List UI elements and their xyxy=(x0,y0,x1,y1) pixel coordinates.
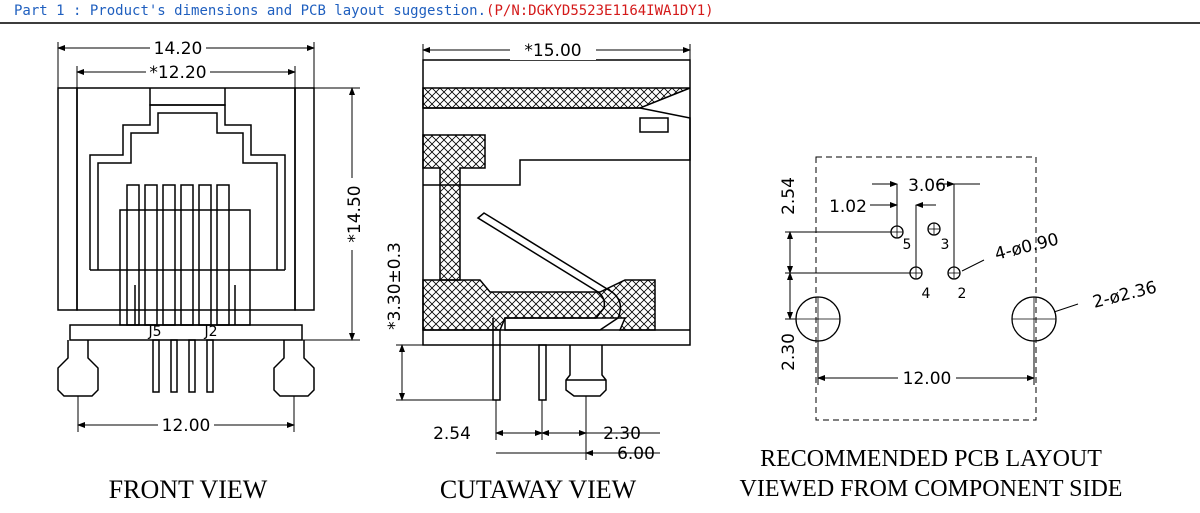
pcb-dim-post-offset: 2.30 xyxy=(779,333,799,371)
pcb-labels: 2.54 2.30 1.02 3.06 12.00 4-ø0.90 2-ø2.3… xyxy=(740,176,1159,502)
front-body-outline xyxy=(76,87,296,311)
header-separator: : xyxy=(64,3,90,19)
front-jack-opening xyxy=(89,104,286,270)
front-contact-3 xyxy=(162,184,176,326)
pcb-caption-line1: RECOMMENDED PCB LAYOUT xyxy=(760,446,1102,472)
front-dim-inner-width: *12.20 xyxy=(149,63,206,83)
cutaway-labels: *15.00 *3.30±0.3 2.54 2.30 6.00 CUTAWAY … xyxy=(385,40,655,504)
cutaway-base xyxy=(422,279,656,331)
front-post-right xyxy=(273,340,315,397)
pcb-outline xyxy=(815,156,1037,421)
front-contact-1 xyxy=(126,184,140,326)
pcb-pin-5: 5 xyxy=(903,237,912,253)
pcb-post-crosshairs xyxy=(796,297,1056,341)
front-contact-6 xyxy=(216,184,230,326)
pcb-hole-large-label: 2-ø2.36 xyxy=(1091,278,1159,313)
front-pin-2 xyxy=(170,339,178,393)
front-view-labels: 14.20 *12.20 *14.50 12.00 J5 J2 FRONT VI… xyxy=(109,38,365,504)
front-contact-2 xyxy=(144,184,158,326)
cutaway-pin-straight xyxy=(538,344,547,401)
cutaway-front-wall xyxy=(422,134,486,281)
front-dim-overall-width: 14.20 xyxy=(154,39,203,59)
front-view xyxy=(57,42,360,432)
front-view-caption: FRONT VIEW xyxy=(109,475,268,504)
header-divider xyxy=(0,22,1200,24)
pcb-caption-line2: VIEWED FROM COMPONENT SIDE xyxy=(740,476,1123,502)
part-label: Part 1 xyxy=(14,3,65,19)
pcb-pin-4: 4 xyxy=(922,286,931,302)
cutaway-top-wall xyxy=(422,87,691,109)
front-dim-height: *14.50 xyxy=(345,185,365,242)
cutaway-dim-standoff: *3.30±0.3 xyxy=(385,242,405,330)
cutaway-dim-total: 6.00 xyxy=(617,444,655,464)
front-base xyxy=(69,324,303,341)
cutaway-latch xyxy=(423,107,691,186)
pcb-dimension-lines xyxy=(785,181,1079,385)
pcb-dim-pin-offset: 1.02 xyxy=(829,197,867,217)
cutaway-latch-tab xyxy=(639,117,669,133)
cutaway-dim-pitch: 2.54 xyxy=(433,424,471,444)
front-contact-5 xyxy=(198,184,212,326)
front-contact-4 xyxy=(180,184,194,326)
front-pin-4 xyxy=(206,339,214,393)
header-description: Product's dimensions and PCB layout sugg… xyxy=(89,3,487,19)
front-pin-label-j2: J2 xyxy=(203,324,217,340)
pcb-dim-post-span: 12.00 xyxy=(903,369,952,389)
pcb-hole-small-label: 4-ø0.90 xyxy=(993,230,1061,265)
pcb-dim-pin-span: 3.06 xyxy=(908,176,946,196)
front-jack-opening-inner xyxy=(97,112,278,270)
front-left-flange xyxy=(57,87,78,311)
front-latch-notch xyxy=(149,88,226,106)
front-pin-3 xyxy=(188,339,196,393)
front-pin-label-j5: J5 xyxy=(147,324,161,340)
pcb-dim-row-pitch: 2.54 xyxy=(779,177,799,215)
front-right-flange xyxy=(294,87,315,311)
cutaway-dim-length: *15.00 xyxy=(524,41,581,61)
part-header: Part 1 : Product's dimensions and PCB la… xyxy=(14,0,714,22)
front-dim-pin-span: 12.00 xyxy=(162,416,211,436)
pcb-layout xyxy=(785,156,1079,421)
pcb-pin-2: 2 xyxy=(958,286,967,302)
pcb-pin-3: 3 xyxy=(941,237,950,253)
cutaway-dim-pin-post: 2.30 xyxy=(603,424,641,444)
cutaway-view-caption: CUTAWAY VIEW xyxy=(440,475,637,504)
part-number: (P/N:DGKYD5523E1164IWA1DY1) xyxy=(486,3,714,19)
front-pin-1 xyxy=(152,339,160,393)
cutaway-post xyxy=(565,345,607,397)
cutaway-view xyxy=(422,59,691,401)
front-post-left xyxy=(57,340,99,397)
pcb-hole-crosshairs xyxy=(891,223,960,279)
cutaway-body-outline xyxy=(422,59,691,346)
